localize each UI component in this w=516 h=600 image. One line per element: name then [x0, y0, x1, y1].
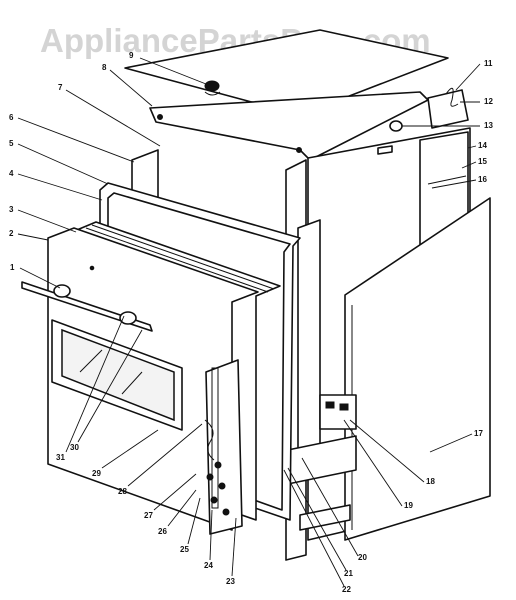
- callout-11: 11: [484, 59, 493, 68]
- switch-terminal-b: [339, 403, 349, 411]
- leader-line: [77, 329, 143, 443]
- callout-23: 23: [226, 577, 235, 586]
- leader-line: [287, 467, 347, 571]
- callout-20: 20: [358, 553, 367, 562]
- door-window-glass: [61, 328, 175, 422]
- leader-line: [17, 209, 77, 233]
- hinge-pin-d: [210, 496, 218, 504]
- leader-line: [17, 173, 103, 201]
- callout-6: 6: [9, 113, 14, 122]
- leader-line: [109, 69, 153, 107]
- callout-2: 2: [9, 229, 14, 238]
- hinge-pin-c: [218, 482, 226, 490]
- callout-21: 21: [344, 569, 353, 578]
- callout-31: 31: [56, 453, 65, 462]
- callout-28: 28: [118, 487, 127, 496]
- leader-line: [101, 429, 159, 469]
- leader-line: [19, 267, 61, 289]
- control-rail: [297, 219, 321, 459]
- switch-terminal-a: [325, 401, 335, 409]
- leader-line: [231, 517, 237, 577]
- callout-1: 1: [10, 263, 15, 272]
- leader-line: [167, 489, 197, 527]
- callout-7: 7: [58, 83, 63, 92]
- hinge-pin-b: [206, 473, 214, 481]
- leader-line: [65, 89, 161, 147]
- callout-13: 13: [484, 121, 493, 130]
- leader-line: [127, 423, 203, 487]
- hinge-pin-a: [214, 461, 222, 469]
- callout-4: 4: [9, 169, 14, 178]
- leader-line: [17, 117, 135, 163]
- callout-9: 9: [129, 51, 134, 60]
- glass-reflection-1: [79, 349, 103, 373]
- glass-edge-1: [85, 227, 269, 293]
- glass-edge-2: [91, 224, 275, 290]
- callout-22: 22: [342, 585, 351, 594]
- callout-12: 12: [484, 97, 493, 106]
- door-screw: [89, 265, 95, 271]
- leader-line: [349, 419, 425, 483]
- top-panel-bracket: [204, 80, 220, 92]
- callout-18: 18: [426, 477, 435, 486]
- leader-line: [343, 419, 403, 507]
- hinge-plate: [205, 359, 243, 535]
- glass-reflection-2: [121, 371, 143, 395]
- callout-5: 5: [9, 139, 14, 148]
- terminal-wire: [445, 87, 459, 107]
- leader-line: [455, 63, 481, 91]
- leader-line: [139, 57, 207, 85]
- leader-line: [153, 473, 197, 511]
- leader-line: [467, 145, 477, 149]
- terminal-bracket: [427, 89, 469, 129]
- callout-3: 3: [9, 205, 14, 214]
- leader-line: [461, 161, 477, 169]
- handle-mount-left: [53, 284, 71, 298]
- leader-line: [283, 469, 345, 587]
- leader-line: [65, 315, 125, 453]
- leader-line: [187, 497, 201, 545]
- callout-25: 25: [180, 545, 189, 554]
- callout-19: 19: [404, 501, 413, 510]
- leader-line: [17, 233, 49, 241]
- partition-shelf: [427, 175, 467, 185]
- callout-30: 30: [70, 443, 79, 452]
- upper-vent-tab: [377, 145, 393, 155]
- top-panel: [124, 29, 449, 116]
- leader-line: [17, 143, 109, 185]
- bottom-plate: [299, 504, 351, 531]
- hinge-pin-e: [222, 508, 230, 516]
- callout-24: 24: [204, 561, 213, 570]
- handle-mount-right: [119, 311, 137, 325]
- switch-block: [319, 394, 357, 430]
- callout-16: 16: [478, 175, 487, 184]
- leader-line: [301, 457, 359, 557]
- leader-line: [209, 509, 213, 561]
- leader-line: [431, 179, 477, 189]
- callout-26: 26: [158, 527, 167, 536]
- callout-8: 8: [102, 63, 107, 72]
- rail-screw-left: [157, 114, 163, 120]
- thermostat-knob: [389, 120, 403, 132]
- callout-14: 14: [478, 141, 487, 150]
- callout-27: 27: [144, 511, 153, 520]
- callout-15: 15: [478, 157, 487, 166]
- callout-29: 29: [92, 469, 101, 478]
- rail-screw-right: [296, 147, 302, 153]
- top-panel-bracket-clip: [204, 91, 221, 96]
- callout-17: 17: [474, 429, 483, 438]
- leader-line: [429, 433, 473, 453]
- hinge-spring: [204, 419, 215, 461]
